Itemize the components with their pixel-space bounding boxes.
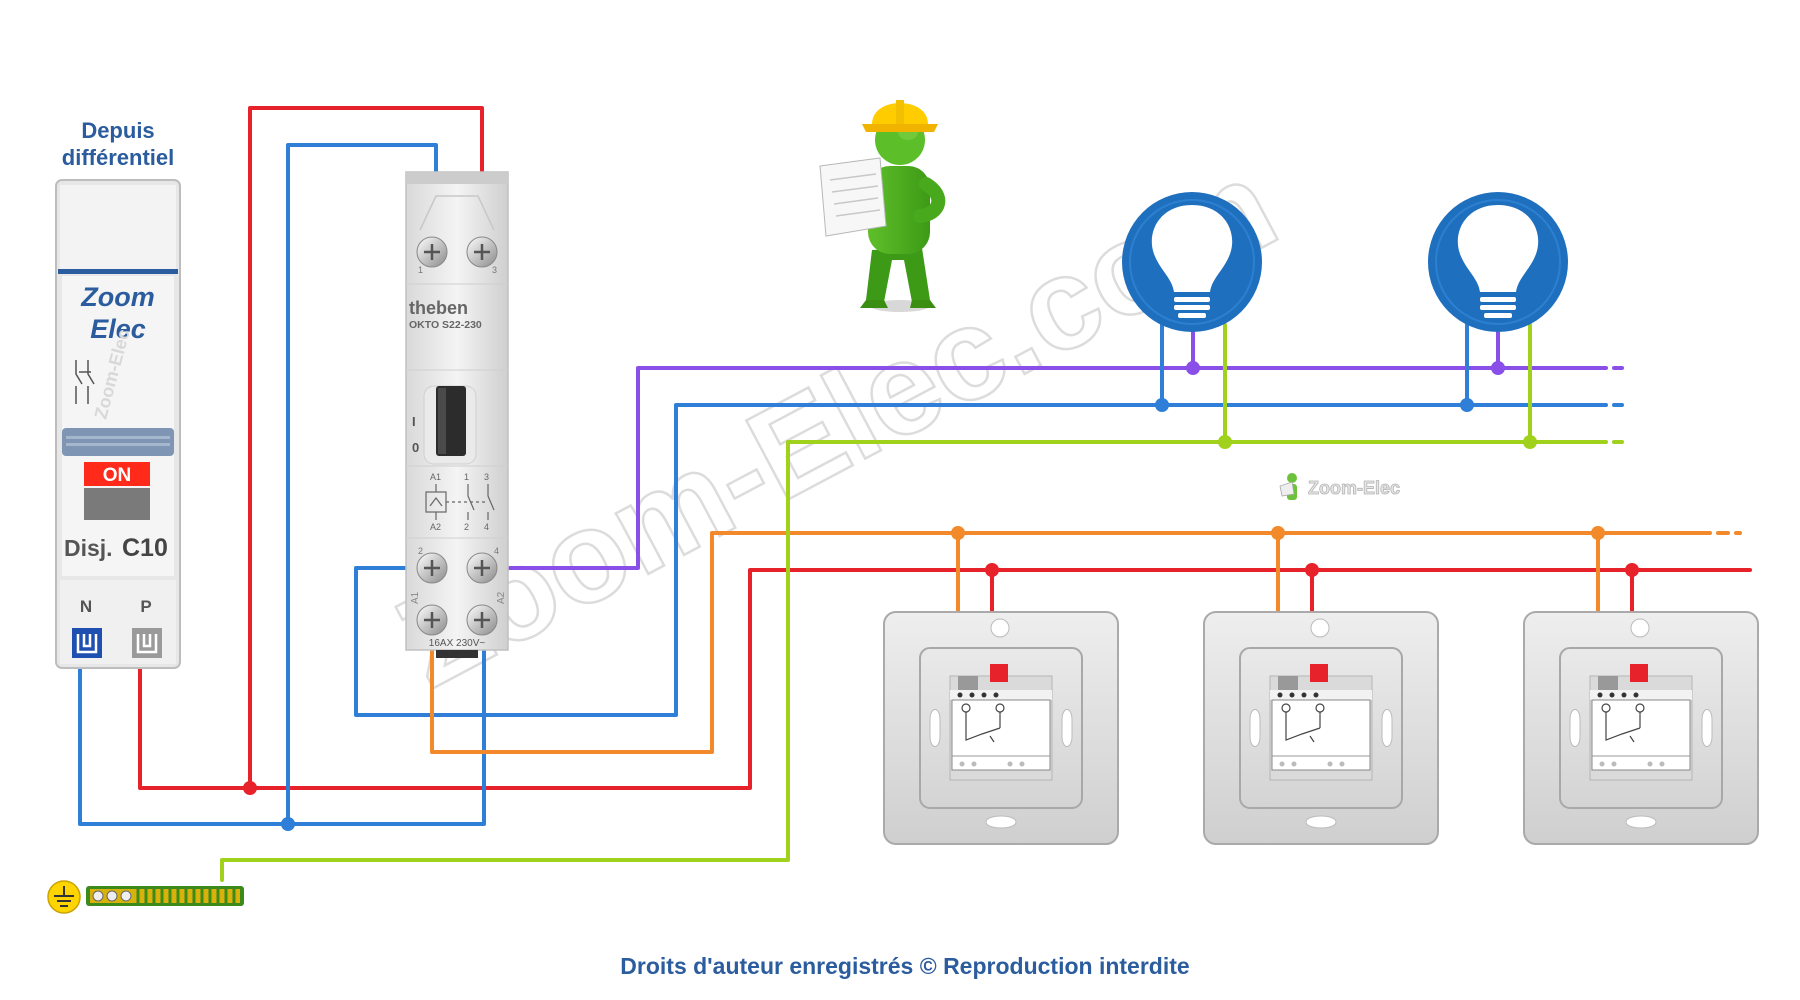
wire-phase-feed xyxy=(138,568,1752,790)
relay-switch-on-label: I xyxy=(412,414,416,429)
terminal-n-label: N xyxy=(80,597,92,616)
wire-neutral-coil xyxy=(354,403,1598,717)
worker-illustration-icon xyxy=(819,100,946,312)
junction-dot xyxy=(951,526,965,540)
relay-contact-1: 1 xyxy=(464,472,469,482)
junction-dot xyxy=(1591,526,1605,540)
relay-contact-4: 4 xyxy=(484,522,489,532)
bulb-icon xyxy=(1151,205,1233,318)
junction-dot xyxy=(1186,361,1200,375)
wire-neutral-to-relay xyxy=(286,143,438,826)
junction-dot xyxy=(1271,526,1285,540)
junction-dot xyxy=(985,563,999,577)
worker-mini-icon xyxy=(1279,473,1297,500)
wire-pushbutton-return xyxy=(430,531,1702,754)
lamp-1[interactable] xyxy=(1122,192,1262,332)
relay-top-label-1: 1 xyxy=(418,265,423,275)
breaker-toggle-stripe xyxy=(66,436,170,439)
breaker-accent-bar xyxy=(58,269,178,274)
terminal-p[interactable] xyxy=(132,628,162,658)
breaker-rating-prefix: Disj. xyxy=(64,535,113,561)
breaker-brand-line2: Elec xyxy=(90,314,146,344)
junction-dot xyxy=(1523,435,1537,449)
breaker-symbol-icon xyxy=(75,360,95,404)
breaker-top-cap xyxy=(60,185,176,270)
source-label-line1: Depuis xyxy=(81,118,154,143)
junction-dot xyxy=(1625,563,1639,577)
impulse-relay[interactable]: 1 3 theben OKTO S22-230 I 0 A1 1 3 A2 2 … xyxy=(405,171,509,658)
relay-switch-off-label: 0 xyxy=(412,440,419,455)
relay-top-label-3: 3 xyxy=(492,265,497,275)
relay-bottom-2: 2 xyxy=(418,546,423,556)
breaker-state-label: ON xyxy=(103,465,132,486)
junction-dot xyxy=(1305,563,1319,577)
junction-dot xyxy=(1491,361,1505,375)
watermark-small: Zoom-Elec xyxy=(1308,478,1400,498)
lamp-2[interactable] xyxy=(1428,192,1568,332)
junction-dot xyxy=(1155,398,1169,412)
relay-model: OKTO S22-230 xyxy=(409,319,482,331)
relay-top-band xyxy=(406,172,508,184)
wire-lamp-return xyxy=(508,366,1598,570)
breaker-on-indicator xyxy=(84,462,150,486)
wire-phase-to-relay xyxy=(248,106,484,790)
watermark-logo: Zoom-Elec xyxy=(1279,473,1400,500)
terminal-n[interactable] xyxy=(72,628,102,658)
relay-brand: theben xyxy=(409,298,468,318)
pushbutton-symbol-icon xyxy=(961,703,1005,743)
pushbutton-2[interactable] xyxy=(1203,611,1439,845)
relay-bottom-a2: A2 xyxy=(496,591,507,604)
relay-schematic-icon xyxy=(425,484,495,520)
circuit-breaker[interactable]: Zoom Elec Zoom-Elec ON Disj. C10 N P xyxy=(55,179,181,669)
breaker-window xyxy=(84,488,150,520)
junction-dot xyxy=(281,817,295,831)
relay-contact-3: 3 xyxy=(484,472,489,482)
junctions xyxy=(243,361,1639,831)
relay-coil-a1: A1 xyxy=(430,472,441,482)
source-label-line2: différentiel xyxy=(62,145,174,170)
junction-dot xyxy=(243,781,257,795)
breaker-rating: C10 xyxy=(122,534,168,562)
terminal-p-label: P xyxy=(140,597,151,616)
junction-dot xyxy=(1218,435,1232,449)
breaker-toggle-handle[interactable] xyxy=(62,428,174,456)
pushbutton-1[interactable] xyxy=(883,611,1119,845)
pushbutton-3[interactable] xyxy=(1523,611,1759,845)
breaker-face xyxy=(62,276,174,576)
relay-bottom-4: 4 xyxy=(494,546,499,556)
relay-rating: 16AX 230V~ xyxy=(429,638,486,649)
relay-bottom-a1: A1 xyxy=(410,591,421,604)
pushbutton-symbol-icon xyxy=(1601,703,1645,743)
relay-top-bevel xyxy=(419,195,495,231)
breaker-brand-line1: Zoom xyxy=(80,282,155,312)
copyright-footer: Droits d'auteur enregistrés © Reproducti… xyxy=(620,953,1189,979)
bulb-icon xyxy=(1457,205,1539,318)
relay-coil-a2: A2 xyxy=(430,522,441,532)
pushbutton-symbol-icon xyxy=(1281,703,1325,743)
earth-terminal-bar[interactable] xyxy=(47,880,244,914)
junction-dot xyxy=(1460,398,1474,412)
wire-earth xyxy=(220,440,1598,882)
breaker-toggle-stripe xyxy=(66,443,170,446)
relay-contact-2: 2 xyxy=(464,522,469,532)
wires xyxy=(78,106,1752,882)
relay-bottom-clip xyxy=(436,650,478,658)
